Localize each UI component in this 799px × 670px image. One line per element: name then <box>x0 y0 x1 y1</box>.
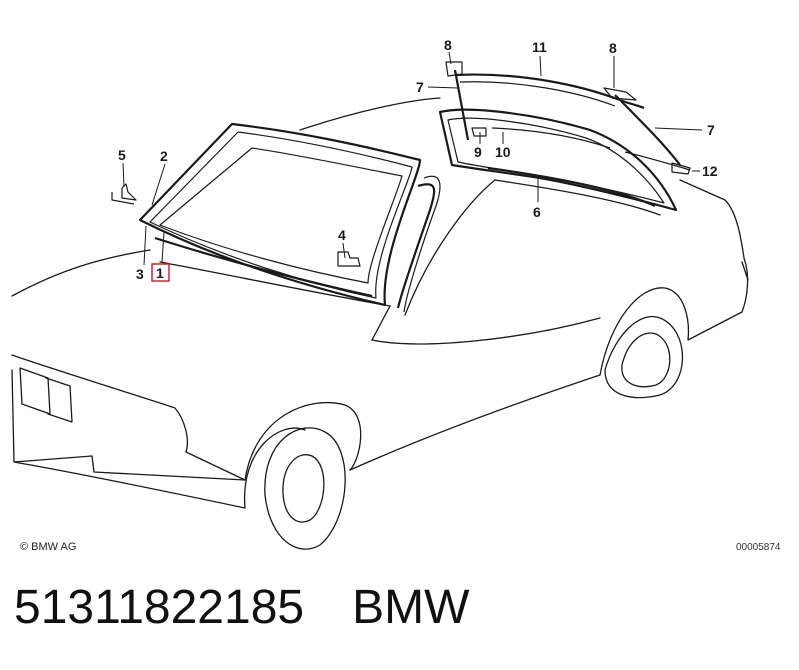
callout-7-left[interactable]: 7 <box>416 79 424 95</box>
part-number: 51311822185 <box>14 581 305 634</box>
callout-8-left[interactable]: 8 <box>444 37 452 53</box>
callout-9[interactable]: 9 <box>474 144 482 160</box>
callout-8-right[interactable]: 8 <box>609 40 617 56</box>
callout-11[interactable]: 11 <box>532 39 547 55</box>
callout-10[interactable]: 10 <box>495 144 511 160</box>
callout-1-highlight <box>151 263 170 282</box>
callouts: 1 2 3 4 5 6 7 7 8 8 9 10 11 12 <box>118 37 718 282</box>
clip-parts <box>111 183 361 267</box>
copyright-text: © BMW AG <box>20 541 77 553</box>
callout-3[interactable]: 3 <box>136 266 144 282</box>
callout-1[interactable]: 1 <box>156 265 164 281</box>
brand-name: BMW <box>352 581 470 634</box>
footer-caption: 51311822185 BMW <box>14 580 469 635</box>
callout-7-right[interactable]: 7 <box>707 122 715 138</box>
windscreen-seal <box>138 122 441 313</box>
parts-diagram: 1 2 3 4 5 6 7 7 8 8 9 10 11 12 <box>11 37 749 550</box>
rear-window-seal <box>438 61 691 212</box>
diagram-reference-code: 00005874 <box>736 542 781 553</box>
callout-5[interactable]: 5 <box>118 147 126 163</box>
callout-6[interactable]: 6 <box>533 204 541 220</box>
callout-4[interactable]: 4 <box>338 227 346 243</box>
car-body <box>11 97 749 550</box>
callout-12[interactable]: 12 <box>702 163 718 179</box>
callout-2[interactable]: 2 <box>160 148 168 164</box>
leader-lines <box>122 51 703 266</box>
